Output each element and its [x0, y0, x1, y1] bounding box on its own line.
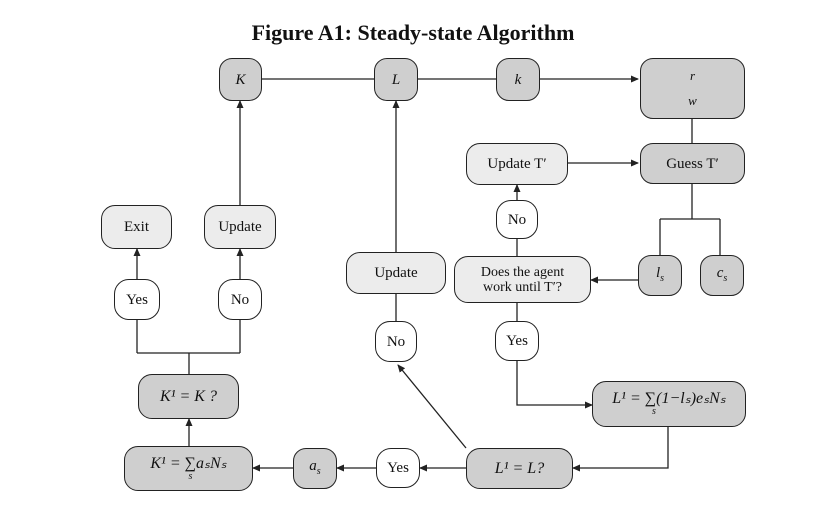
node-yes-L-label: Yes — [387, 460, 409, 476]
node-K1-formula: K¹ = ∑aₛNₛ s — [124, 446, 253, 491]
node-L1-formula: L¹ = ∑(1−lₛ)eₛNₛ s — [592, 381, 746, 427]
node-k-label: k — [514, 71, 522, 88]
node-does-agent-line2: work until T′? — [482, 279, 563, 295]
node-yes-T: Yes — [495, 321, 539, 361]
node-l-s: ls — [638, 255, 682, 296]
node-exit-label: Exit — [124, 219, 149, 235]
node-k: k — [496, 58, 540, 101]
node-update-L: Update — [346, 252, 446, 294]
node-L1-check-label: L¹ = L? — [494, 459, 545, 477]
node-K1-check-label: K¹ = K ? — [160, 387, 217, 405]
node-L1-formula-expr: L¹ = ∑(1−lₛ)eₛNₛ — [612, 390, 726, 407]
node-guess-T: Guess T′ — [640, 143, 745, 184]
node-yes-K: Yes — [114, 279, 160, 320]
node-K1-formula-sub: s — [188, 470, 193, 482]
node-L1-check: L¹ = L? — [466, 448, 573, 489]
node-no-T: No — [496, 200, 538, 239]
node-K1-formula-expr: K¹ = ∑aₛNₛ — [150, 454, 227, 472]
node-L: L — [374, 58, 418, 101]
node-no-L-label: No — [386, 333, 406, 350]
node-a-s: as — [293, 448, 337, 489]
node-c-s: cs — [700, 255, 744, 296]
node-yes-T-label: Yes — [506, 333, 528, 349]
figure-title: Figure A1: Steady-state Algorithm — [251, 20, 575, 45]
node-update-T: Update T′ — [466, 143, 568, 185]
node-exit: Exit — [101, 205, 172, 249]
node-r-w: r w — [640, 58, 745, 119]
node-update-T-label: Update T′ — [487, 156, 547, 172]
node-no-K-label: No — [230, 291, 250, 308]
node-no-L: No — [375, 321, 417, 362]
node-a-s-label: as — [309, 457, 321, 477]
node-l-s-label: ls — [655, 264, 665, 284]
node-c-s-label: cs — [716, 264, 728, 284]
node-L1-formula-sub: s — [652, 406, 656, 417]
node-K1-check: K¹ = K ? — [138, 374, 239, 419]
node-no-K: No — [218, 279, 262, 320]
node-guess-T-label: Guess T′ — [666, 155, 719, 172]
node-r-label: r — [689, 67, 696, 83]
node-K: K — [219, 58, 262, 101]
node-does-agent-work: Does the agent work until T′? — [454, 256, 591, 303]
node-update-L-label: Update — [374, 265, 418, 281]
node-update-K-label: Update — [218, 219, 262, 235]
node-update-K: Update — [204, 205, 276, 249]
node-L-label: L — [391, 71, 401, 88]
node-K-label: K — [235, 71, 246, 88]
node-w-label: w — [688, 93, 697, 109]
node-yes-L: Yes — [376, 448, 420, 488]
node-no-T-label: No — [507, 211, 527, 228]
node-yes-K-label: Yes — [126, 291, 148, 308]
node-does-agent-line1: Does the agent — [480, 264, 565, 280]
